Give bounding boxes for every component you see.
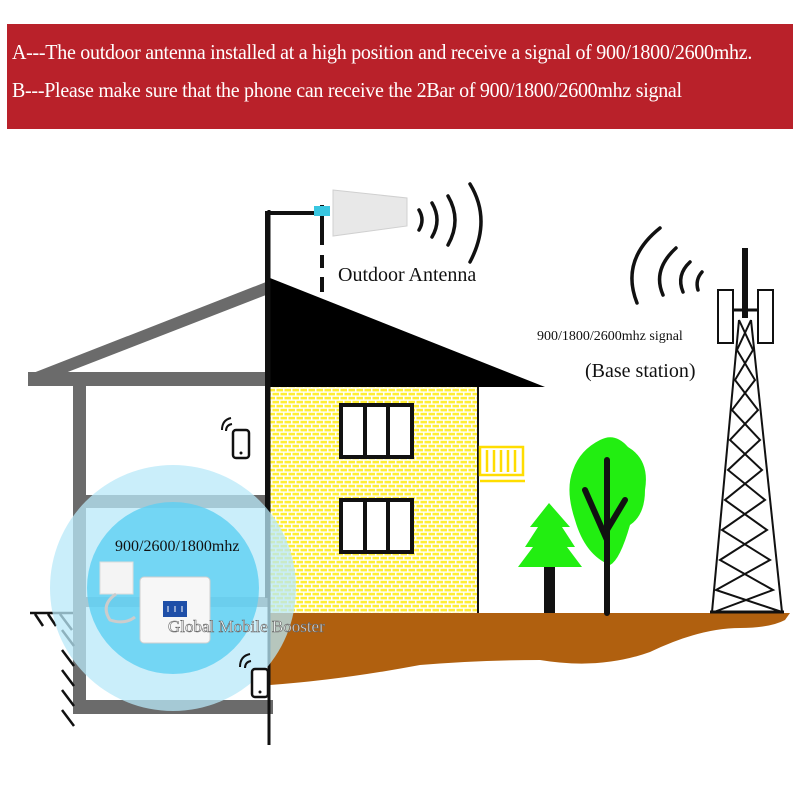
signal-booster-device xyxy=(139,576,211,644)
outdoor-antenna xyxy=(314,189,408,237)
upper-window xyxy=(339,403,414,459)
ground xyxy=(270,613,790,685)
instruction-line-b: B---Please make sure that the phone can … xyxy=(12,78,682,102)
tower-signal-waves-icon xyxy=(630,226,704,305)
leafy-tree xyxy=(569,437,646,616)
main-house xyxy=(267,210,545,745)
watermark: Global Mobile Booster xyxy=(168,617,325,637)
antenna-signal-waves-icon xyxy=(417,182,483,264)
base-station-label: (Base station) xyxy=(585,360,696,382)
phone-icon-upper xyxy=(221,417,251,460)
base-station-tower xyxy=(710,248,784,614)
lower-window xyxy=(339,498,414,554)
balcony xyxy=(478,445,525,483)
booster-band-label: 900/2600/1800mhz xyxy=(115,538,240,555)
phone-icon-lower xyxy=(239,653,270,699)
outdoor-antenna-label: Outdoor Antenna xyxy=(338,264,477,286)
indoor-panel-antenna xyxy=(99,561,136,624)
instruction-banner: A---The outdoor antenna installed at a h… xyxy=(7,24,793,129)
pine-tree xyxy=(518,503,582,613)
base-station-signal-label: 900/1800/2600mhz signal xyxy=(537,329,683,344)
instruction-line-a: A---The outdoor antenna installed at a h… xyxy=(12,40,753,64)
